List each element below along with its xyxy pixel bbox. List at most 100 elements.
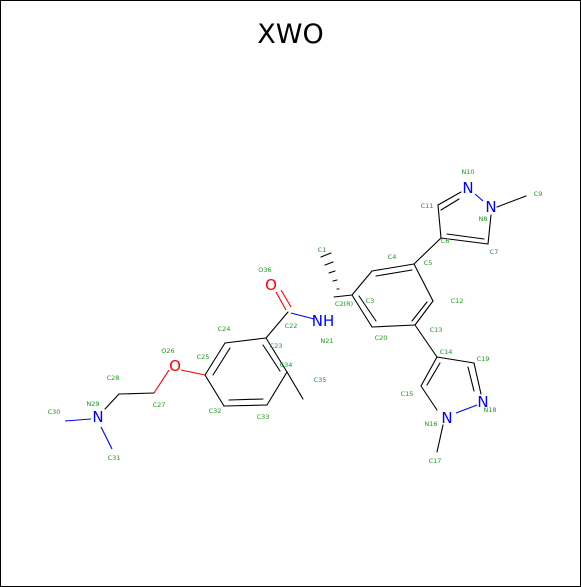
atom-label: C23 [270,342,283,350]
hash-bond [320,252,332,258]
bond [153,369,170,394]
atom-label: C19 [477,355,490,363]
atom-label: C4 [388,253,397,261]
bond [474,193,484,202]
bond [333,294,353,298]
atom-label: C33 [257,413,270,421]
atom-label: C25 [197,353,210,361]
bond [420,385,438,411]
bond [455,404,478,414]
atom-n-pyrazole-upper-1: N [462,179,473,197]
atom-label: C34 [280,361,293,369]
bond [440,198,460,211]
atom-n-amide: NH [312,312,335,330]
hash-bond [328,270,336,274]
atom-label: C6 [441,237,450,245]
atom-o-ether: O [169,357,181,375]
bond [375,269,413,277]
atom-label: C14 [440,348,453,356]
molecule-title: XWO [257,19,324,50]
bond [265,311,289,339]
hash-bond [332,279,338,282]
bond [104,393,120,410]
bond [473,362,482,395]
bond [262,344,281,372]
atom-o-carbonyl: O [265,276,277,294]
atom-label: C24 [218,325,231,333]
bond [487,214,492,245]
atom-label: C22 [285,322,298,330]
atom-label: N29 [86,400,99,408]
bond [212,347,231,376]
bond [351,270,373,296]
atom-index-labels: C1 C2(R) C3 C4 C5 C6 C7 N8 C9 N10 C11 C1… [48,168,543,465]
hetero-atoms: O NH O N N N N N [92,179,496,427]
atom-label: N21 [320,337,333,345]
atom-label: C32 [209,407,222,415]
atom-label: C5 [424,259,433,267]
bond [204,374,225,407]
bond [224,337,267,344]
atom-n-pyrazole-lower-1: N [477,393,488,411]
bond [436,356,475,364]
bond [420,356,438,387]
bond [426,362,441,386]
bond [414,300,434,326]
bond [413,237,442,265]
bond [100,426,113,450]
bond [204,342,226,376]
atom-n-pyrazole-lower-2: N [441,409,452,427]
atom-n-amine: N [92,408,103,426]
atom-label: O26 [161,347,174,355]
bond [371,324,416,328]
atom-label: C1 [318,246,327,254]
bond [437,191,462,206]
bond [413,263,434,302]
bond [414,324,438,358]
atom-label: C27 [153,401,166,409]
bond [118,392,155,395]
atom-label: O36 [258,266,271,274]
atom-label: N18 [483,406,496,414]
bond [275,291,287,311]
bond [280,289,292,308]
bond [290,312,315,320]
atom-label: C3 [366,297,375,305]
atom-label: N10 [461,168,474,176]
bond [440,237,489,245]
bond [223,404,268,407]
atom-label: C12 [451,297,464,305]
atom-label: C11 [421,202,434,210]
bond [266,371,288,406]
atom-label: C2(R) [335,300,353,308]
atom-label: C28 [107,374,120,382]
atom-label: C15 [401,390,414,398]
bond [358,295,377,322]
atom-n-pyrazole-upper-2: N [485,198,496,216]
bond [496,195,527,208]
bond [64,418,92,422]
bond [286,371,304,400]
bond [446,233,485,240]
bond [467,366,475,392]
atom-label: C9 [534,190,543,198]
bond [371,263,415,272]
atom-label: C31 [108,454,121,462]
atom-label: C30 [48,408,61,416]
atom-label: C7 [490,248,499,256]
bond [265,337,288,373]
bond [228,398,264,401]
atom-label: N16 [424,420,437,428]
atom-label: C13 [430,326,443,334]
atom-label: N8 [479,215,488,223]
bond [411,301,428,322]
hash-bond [324,261,334,266]
atom-label: C17 [429,457,442,465]
bond-lines [64,191,527,453]
atom-label: C35 [314,376,327,384]
bond [180,369,206,376]
bond [351,294,373,328]
bond [437,204,442,239]
